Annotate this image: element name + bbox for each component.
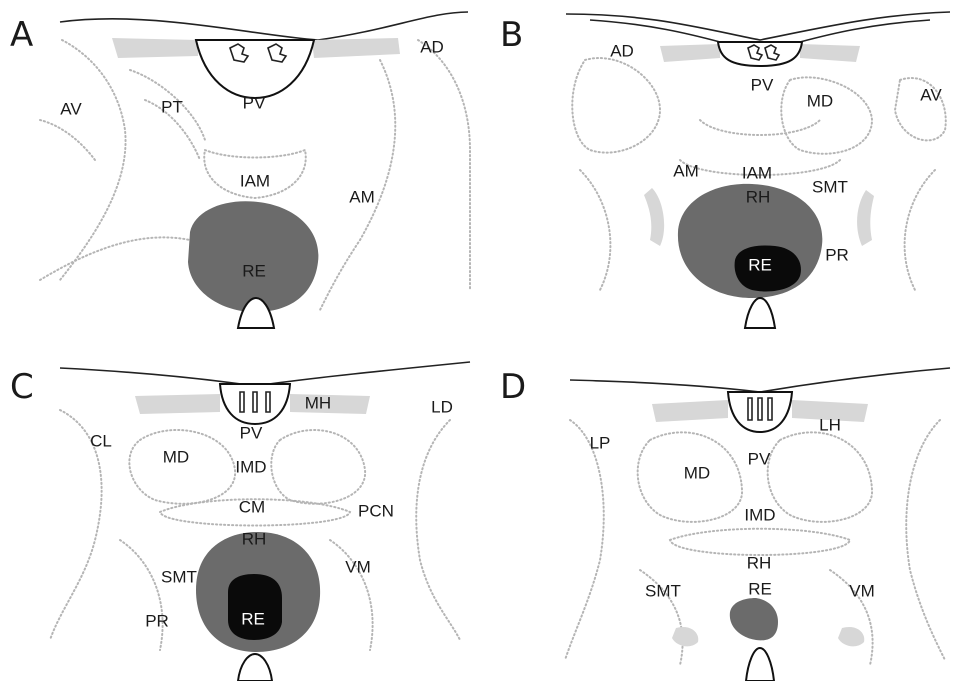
region-label-vm: VM [849,581,875,600]
region-label-am: AM [349,187,375,206]
region-label-ad: AD [420,37,444,56]
region-label-imd: IMD [744,505,775,524]
region-label-pv: PV [240,423,263,442]
region-label-smt: SMT [812,177,848,196]
panel-a: A AD AV PT PV IAM AM RE [10,12,470,328]
ventral-ventricle [746,648,774,681]
region-label-re: RE [748,255,772,274]
panel-b: B AD PV MD AV AM IAM RH SMT RE PR [500,12,950,328]
region-label-mh: MH [305,393,331,412]
nucleus-boundary [565,420,604,660]
nucleus-boundary [416,420,460,640]
region-label-pr: PR [145,611,169,630]
panel-d: D LH LP PV MD IMD RH SMT RE VM [500,367,950,681]
region-label-iam: IAM [240,171,270,190]
region-label-md: MD [163,447,189,466]
region-label-pt: PT [161,97,183,116]
ventral-ventricle [238,654,272,681]
region-label-pr: PR [825,245,849,264]
region-label-md: MD [684,463,710,482]
region-label-cm: CM [239,497,265,516]
brain-surface-outline [566,12,950,40]
brain-surface-outline [590,20,930,42]
brain-surface-outline [60,12,468,40]
brain-surface-outline [60,362,470,386]
brain-surface-outline [570,368,950,392]
region-label-re: RE [242,261,266,280]
nucleus-boundary [572,58,660,153]
nucleus-boundary [40,120,95,160]
region-label-ld: LD [431,397,453,416]
region-label-re: RE [748,579,772,598]
nucleus-boundary [768,432,872,522]
panel-letter: C [10,367,34,407]
region-label-av: AV [60,99,82,118]
third-ventricle [220,384,290,424]
region-label-lh: LH [819,415,841,434]
nucleus-boundary [320,60,395,310]
region-label-am: AM [673,161,699,180]
panel-letter: A [10,15,33,55]
nucleus-boundary [781,77,872,153]
panel-letter: B [500,15,523,55]
third-ventricle [196,40,314,98]
lesion-area [188,201,318,312]
nucleus-boundary [670,529,850,555]
region-label-pv: PV [748,449,771,468]
region-label-pv: PV [751,75,774,94]
panel-letter: D [500,367,526,407]
region-label-rh: RH [747,553,772,572]
lesion-area [730,598,778,640]
nucleus-boundary [40,40,190,280]
region-label-pv: PV [243,93,266,112]
region-label-av: AV [920,85,942,104]
region-label-rh: RH [746,187,771,206]
nucleus-boundary [418,40,470,290]
region-label-iam: IAM [742,163,772,182]
region-label-md: MD [807,91,833,110]
region-label-smt: SMT [161,567,197,586]
region-label-ad: AD [610,41,634,60]
lesion-core [228,574,282,640]
region-label-lp: LP [590,433,611,452]
nucleus-boundary [129,430,235,504]
region-label-smt: SMT [645,581,681,600]
nucleus-boundary [906,420,945,660]
fiber-tract-shape [112,38,198,58]
region-label-imd: IMD [235,457,266,476]
region-label-re: RE [241,609,265,628]
region-label-cl: CL [90,431,112,450]
region-label-pcn: PCN [358,501,394,520]
panel-c: C MH LD PV CL MD IMD CM PCN RH VM SMT PR… [10,362,470,681]
fiber-tract-shape [312,38,400,58]
nucleus-boundary [271,430,365,504]
region-label-vm: VM [345,557,371,576]
ventral-ventricle [745,298,775,328]
region-label-rh: RH [242,529,267,548]
